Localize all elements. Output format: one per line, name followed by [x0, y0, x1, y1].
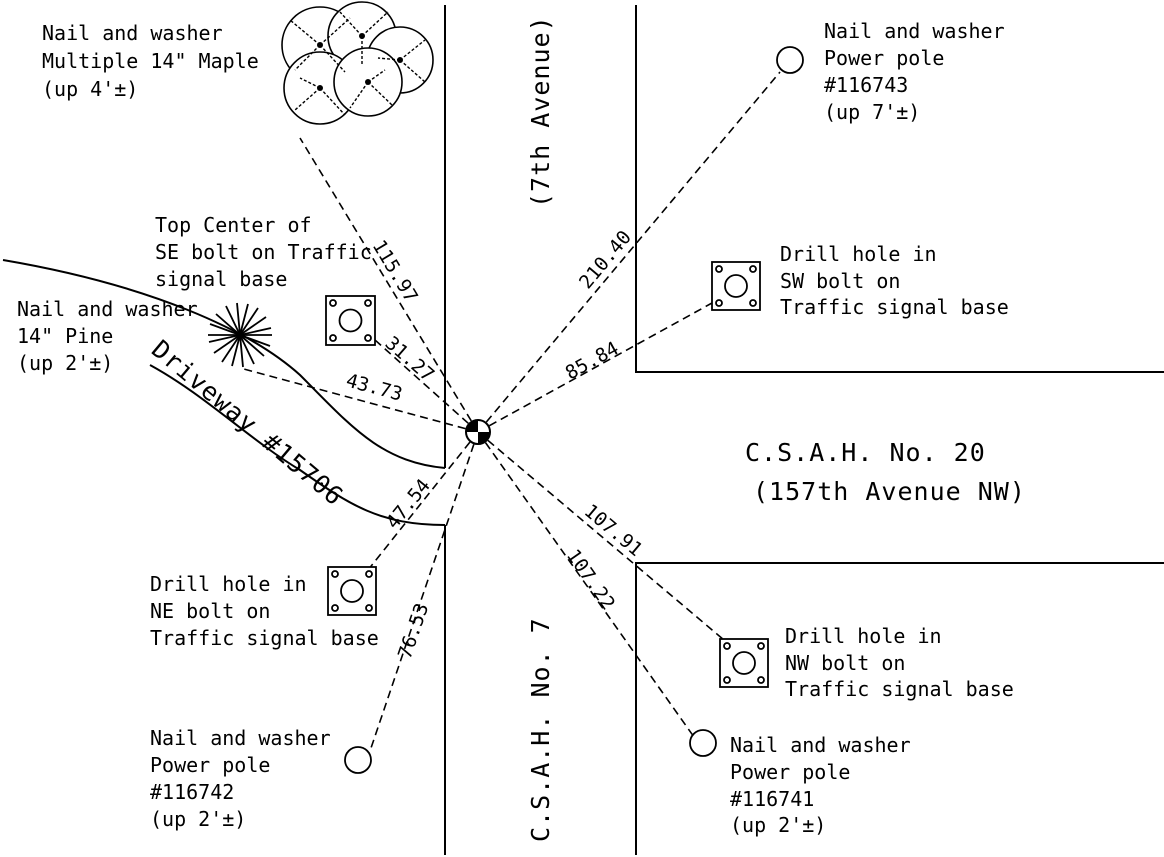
driveway-edge-north [2, 259, 446, 469]
power-pole-116743-icon [776, 46, 804, 74]
road-edges [444, 5, 1164, 855]
tie-line-pine [239, 367, 479, 433]
label-pole-116741: Nail and washer Power pole #116741 (up 2… [730, 733, 923, 837]
distance-pole-116741: 107.22 [562, 545, 619, 614]
road-edge-ne-corner [635, 5, 1164, 373]
se-bolt-signal-base-icon [325, 295, 376, 346]
road-label-157th-avenue: (157th Avenue NW) [753, 477, 1026, 506]
tie-lines [239, 71, 781, 752]
road-label-csah-20: C.S.A.H. No. 20 [745, 438, 986, 467]
label-pole-116743: Nail and washer Power pole #116743 (up 7… [824, 19, 1017, 124]
label-pole-116742: Nail and washer Power pole #116742 (up 2… [150, 726, 343, 831]
pine-tree-icon [208, 302, 272, 368]
label-nw-bolt: Drill hole in NW bolt on Traffic signal … [785, 624, 1014, 701]
distance-se-bolt: 31.27 [381, 332, 439, 386]
distance-labels: 115.97 31.27 43.73 210.40 85.84 47.54 76… [344, 226, 647, 661]
power-pole-116741-icon [689, 729, 717, 757]
label-pine: Nail and washer 14" Pine (up 2'±) [17, 297, 210, 375]
driveway-edge-south [149, 364, 446, 526]
tie-line-ne-bolt [367, 431, 479, 571]
distance-pole-116742: 76.53 [394, 600, 433, 661]
road-label-csah-7: C.S.A.H. No. 7 [526, 617, 555, 842]
maple-tree-icon [281, 1, 434, 125]
distance-sw-bolt: 85.84 [562, 337, 623, 384]
label-se-bolt: Top Center of SE bolt on Traffic signal … [155, 213, 384, 291]
label-sw-bolt: Drill hole in SW bolt on Traffic signal … [780, 242, 1009, 319]
tie-line-pole-116741 [477, 431, 695, 738]
sw-bolt-signal-base-icon [711, 261, 761, 311]
label-ne-bolt: Drill hole in NE bolt on Traffic signal … [150, 572, 379, 650]
tie-line-pole-116743 [477, 71, 781, 433]
nw-bolt-signal-base-icon [719, 638, 769, 688]
distance-pine: 43.73 [344, 370, 405, 406]
tie-line-nw-bolt [477, 431, 725, 641]
tie-line-maple [299, 137, 479, 433]
tie-line-sw-bolt [477, 302, 713, 433]
tie-line-se-bolt [374, 339, 479, 433]
ne-bolt-signal-base-icon [327, 566, 377, 616]
tie-line-pole-116742 [369, 431, 479, 752]
road-edge-se-corner [635, 562, 1164, 855]
driveway-label: Driveway #15706 [146, 334, 349, 511]
control-point-icon [465, 419, 491, 445]
label-maple: Nail and washer Multiple 14" Maple (up 4… [42, 21, 271, 101]
road-label-7th-avenue: (7th Avenue) [526, 15, 555, 208]
distance-pole-116743: 210.40 [575, 226, 636, 293]
distance-nw-bolt: 107.91 [580, 500, 647, 561]
power-pole-116742-icon [344, 746, 372, 774]
